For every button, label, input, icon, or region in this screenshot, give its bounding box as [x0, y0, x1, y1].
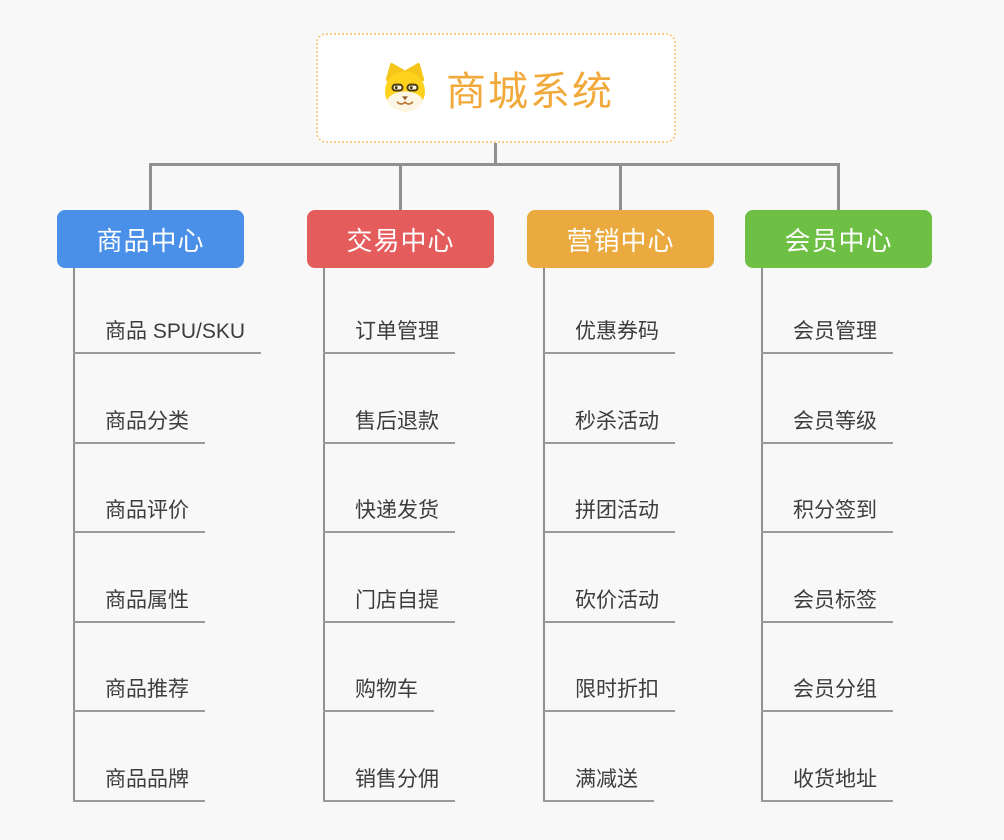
leaf-node[interactable]: 商品 SPU/SKU	[73, 319, 262, 354]
root-title: 商城系统	[446, 70, 614, 114]
leaf-node[interactable]: 商品分类	[73, 409, 205, 444]
leaf-node[interactable]: 拼团活动	[543, 498, 675, 533]
leaf-node[interactable]: 商品评价	[73, 498, 205, 533]
leaf-node[interactable]: 限时折扣	[543, 677, 675, 712]
connector-root-stem	[494, 143, 497, 164]
branch-vertical-line	[761, 268, 763, 802]
connector-horizontal-line	[149, 163, 840, 166]
branch-column: 商品中心 商品 SPU/SKU 商品分类商品评价商品属性商品推荐商品品牌	[57, 210, 307, 810]
branch-header-2[interactable]: 交易中心	[307, 210, 494, 268]
branch-column: 会员中心 会员管理会员等级积分签到会员标签会员分组收货地址	[745, 210, 995, 810]
leaf-node[interactable]: 会员管理	[761, 319, 893, 354]
dog-face-icon	[385, 63, 425, 112]
connector-drop-line	[619, 163, 622, 210]
branch-header-3[interactable]: 营销中心	[527, 210, 714, 268]
leaf-node[interactable]: 满减送	[543, 767, 654, 802]
leaf-node[interactable]: 优惠券码	[543, 319, 675, 354]
leaf-node[interactable]: 商品品牌	[73, 767, 205, 802]
leaf-node[interactable]: 商品属性	[73, 588, 205, 623]
branch-column: 营销中心 优惠券码秒杀活动拼团活动砍价活动限时折扣满减送	[527, 210, 777, 810]
connector-drop-line	[837, 163, 840, 210]
root-node[interactable]: 商城系统	[316, 33, 676, 143]
leaf-node[interactable]: 积分签到	[761, 498, 893, 533]
leaf-node[interactable]: 售后退款	[323, 409, 455, 444]
leaf-node[interactable]: 砍价活动	[543, 588, 675, 623]
leaf-node[interactable]: 会员标签	[761, 588, 893, 623]
branch-vertical-line	[323, 268, 325, 802]
branch-header-1[interactable]: 商品中心	[57, 210, 244, 268]
branch-vertical-line	[543, 268, 545, 802]
branch-column: 交易中心 订单管理售后退款快递发货门店自提购物车销售分佣	[307, 210, 557, 810]
leaf-node[interactable]: 快递发货	[323, 498, 455, 533]
leaf-node[interactable]: 会员等级	[761, 409, 893, 444]
leaf-node[interactable]: 收货地址	[761, 767, 893, 802]
leaf-node[interactable]: 会员分组	[761, 677, 893, 712]
leaf-node[interactable]: 门店自提	[323, 588, 455, 623]
connector-drop-line	[399, 163, 402, 210]
branch-vertical-line	[73, 268, 75, 802]
leaf-node[interactable]: 秒杀活动	[543, 409, 675, 444]
connector-drop-line	[149, 163, 152, 210]
leaf-node[interactable]: 购物车	[323, 677, 434, 712]
leaf-node[interactable]: 订单管理	[323, 319, 455, 354]
leaf-node[interactable]: 销售分佣	[323, 767, 455, 802]
branch-header-4[interactable]: 会员中心	[745, 210, 932, 268]
leaf-node[interactable]: 商品推荐	[73, 677, 205, 712]
